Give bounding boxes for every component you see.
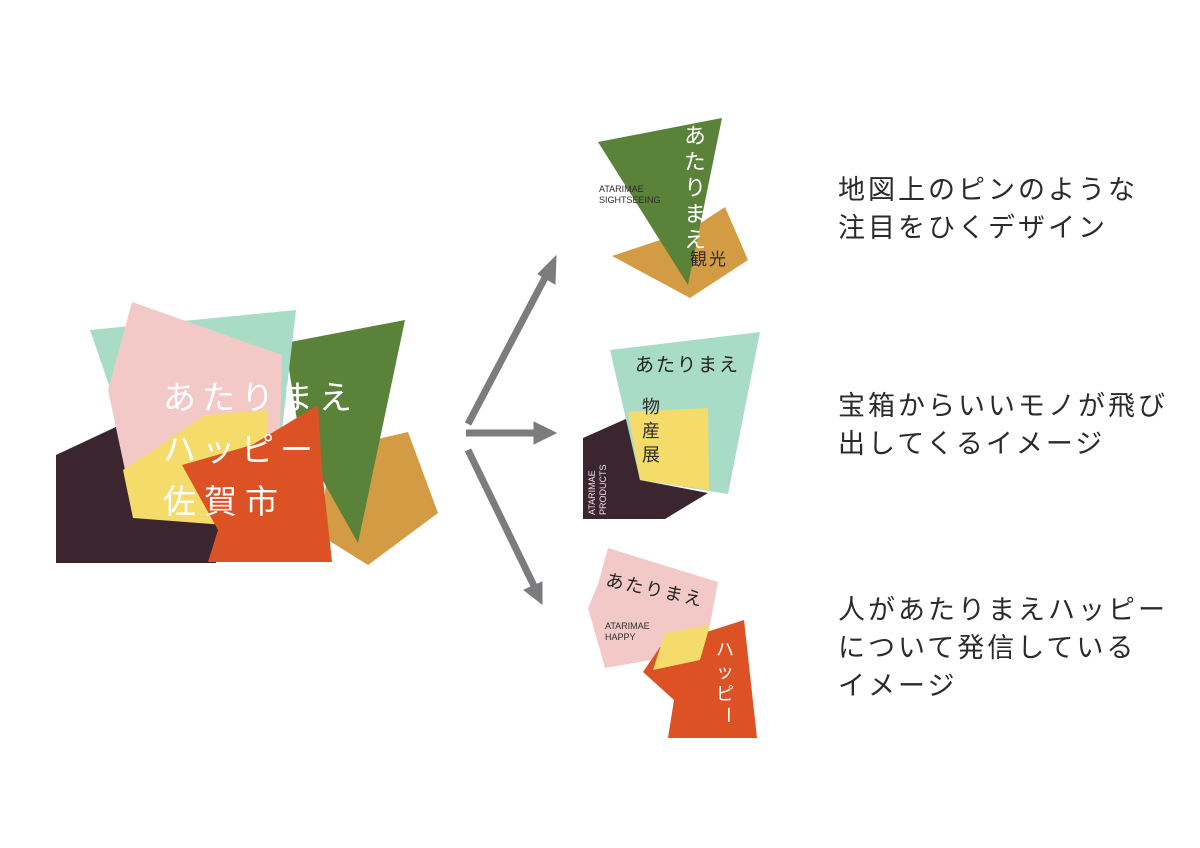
products-kanji-1: 物 — [642, 397, 660, 418]
sightseeing-english: ATARIMAE SIGHTSEEING — [599, 184, 661, 206]
happy-katakana: ハ ッ ピ ー — [716, 640, 738, 726]
products-english-line2: PRODUCTS — [598, 464, 608, 515]
products-kanji-2: 産 — [642, 421, 660, 442]
logo-products — [583, 332, 760, 519]
happy-katakana-4: ー — [717, 706, 738, 724]
main-logo-line1: あたりまえ — [163, 378, 358, 417]
caption-products: 宝箱からいいモノが飛び 出してくるイメージ — [838, 391, 1168, 460]
caption-sightseeing: 地図上のピンのような 注目をひくデザイン — [838, 175, 1138, 244]
main-logo-line2: ハッピー — [163, 430, 319, 469]
caption-happy: 人があたりまえハッピー について発信している イメージ — [838, 595, 1168, 702]
products-kanji-3: 展 — [642, 445, 660, 466]
arrow-up-icon — [464, 254, 557, 426]
shape-green — [285, 320, 405, 543]
products-horizontal-text: あたりまえ — [635, 354, 741, 376]
shape-yellow — [628, 408, 709, 490]
sightseeing-english-line1: ATARIMAE — [599, 184, 644, 194]
arrow-right-icon — [466, 421, 558, 445]
shape-orange-red — [182, 405, 332, 562]
products-kanji: 物 産 展 — [642, 396, 660, 468]
shape-dark-plum — [583, 418, 708, 519]
happy-english-line2: HAPPY — [605, 632, 636, 642]
happy-english-line1: ATARIMAE — [605, 621, 650, 631]
happy-katakana-1: ハ — [716, 640, 734, 661]
happy-english: ATARIMAE HAPPY — [605, 621, 650, 643]
products-english: ATARIMAE PRODUCTS — [587, 464, 609, 515]
products-english-line1: ATARIMAE — [587, 470, 597, 515]
happy-katakana-2: ッ — [716, 662, 734, 683]
main-logo — [56, 302, 438, 565]
happy-katakana-3: ピ — [716, 684, 734, 705]
main-logo-line3: 佐賀市 — [163, 482, 286, 521]
arrow-down-icon — [464, 448, 543, 606]
arrows — [464, 254, 558, 606]
shape-yellow — [653, 625, 710, 670]
sightseeing-vertical-text: あたりまえ — [680, 124, 705, 254]
logo-happy — [588, 548, 757, 738]
main-logo-text: あたりまえ ハッピー 佐賀市 — [163, 372, 358, 528]
logo-sightseeing — [598, 118, 748, 298]
sightseeing-kanji: 観光 — [690, 250, 728, 270]
sightseeing-english-line2: SIGHTSEEING — [599, 195, 661, 205]
shape-green-triangle — [598, 118, 722, 285]
